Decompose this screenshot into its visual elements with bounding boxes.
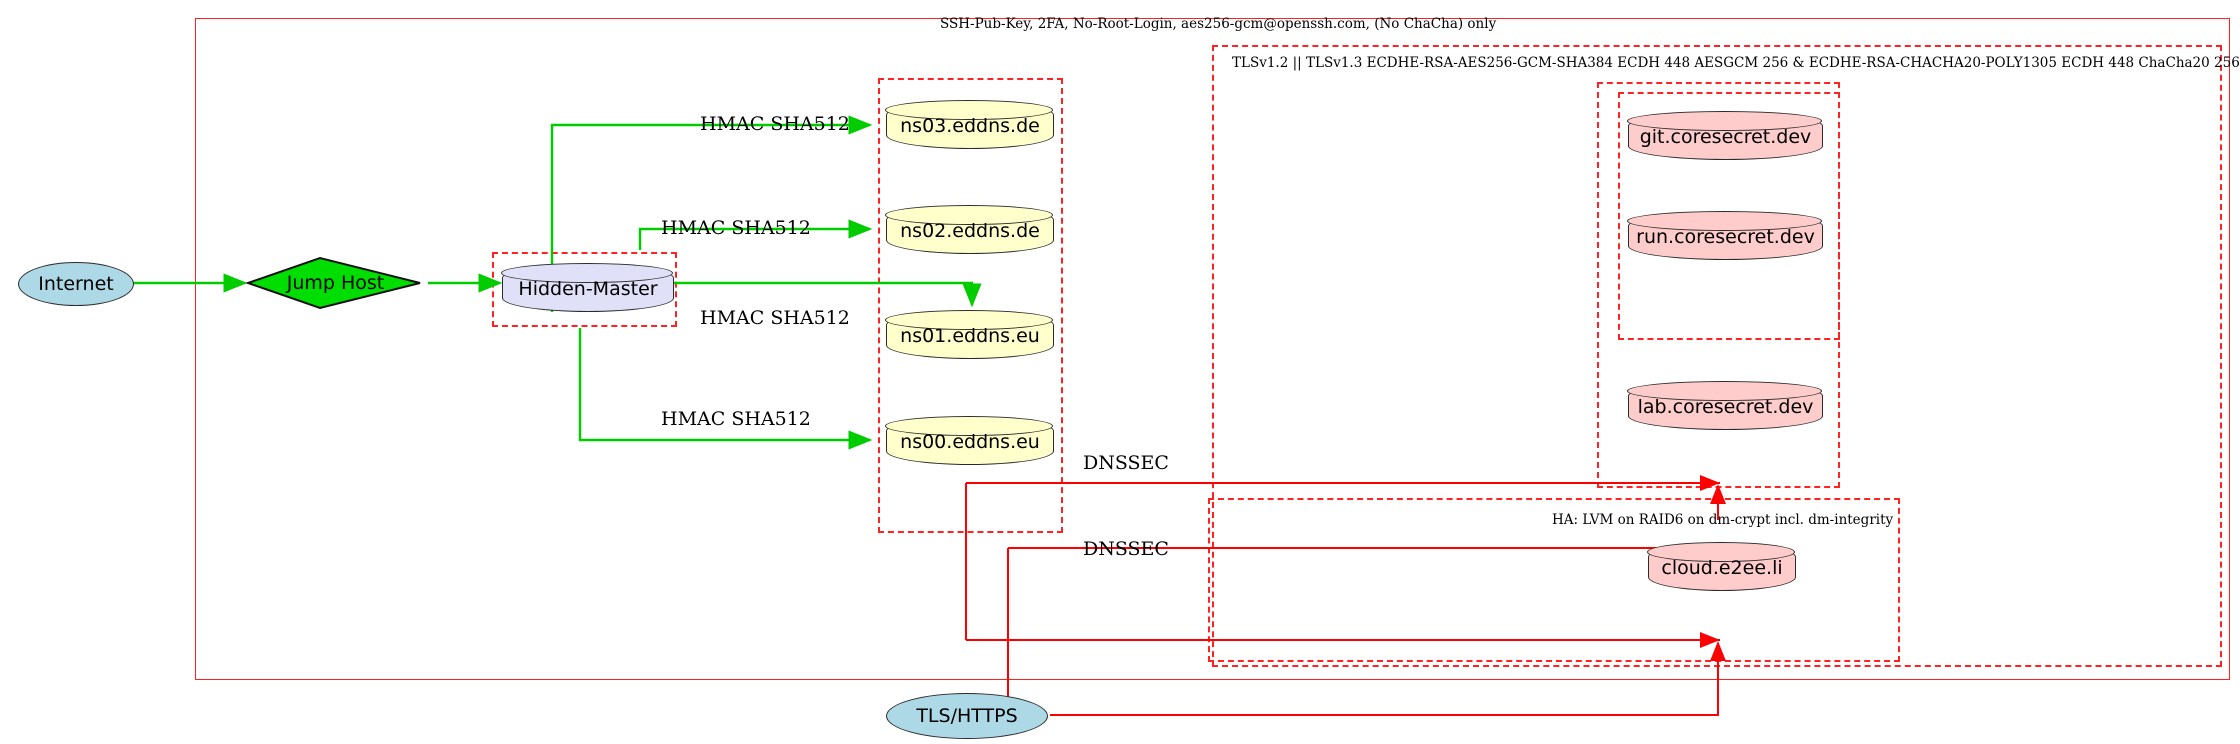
cylinder-cap: [1627, 381, 1823, 402]
node-tls-https[interactable]: TLS/HTTPS: [886, 693, 1048, 739]
cylinder-cap: [501, 263, 674, 284]
edge-label-dnssec-upper: DNSSEC: [1083, 452, 1169, 474]
edge-label-hmac-ns01: HMAC SHA512: [700, 307, 850, 329]
ha-cluster-label: HA: LVM on RAID6 on dm-crypt incl. dm-in…: [1552, 512, 1894, 528]
ns-cluster-frame: [878, 78, 1063, 533]
cylinder-cap: [1627, 111, 1823, 132]
node-hidden-master[interactable]: Hidden-Master: [501, 263, 674, 312]
node-hidden-master-label: Hidden-Master: [518, 278, 658, 301]
edge-label-dnssec-lower: DNSSEC: [1083, 538, 1169, 560]
node-ns03[interactable]: ns03.eddns.de: [885, 100, 1054, 149]
node-ns00[interactable]: ns00.eddns.eu: [885, 416, 1054, 465]
outer-ssh-cluster-frame: [195, 18, 2230, 680]
node-git-coresecret-label: git.coresecret.dev: [1639, 126, 1812, 149]
edge-label-hmac-ns00: HMAC SHA512: [661, 408, 811, 430]
cylinder-cap: [885, 205, 1054, 226]
node-ns03-label: ns03.eddns.de: [900, 115, 1040, 138]
edge-label-hmac-ns02: HMAC SHA512: [661, 217, 811, 239]
cylinder-cap: [885, 100, 1054, 121]
node-cloud-e2ee-label: cloud.e2ee.li: [1661, 557, 1783, 580]
node-ns02-label: ns02.eddns.de: [900, 220, 1040, 243]
node-jump-host[interactable]: Jump Host: [248, 268, 423, 298]
cylinder-cap: [1627, 211, 1823, 232]
node-internet[interactable]: Internet: [18, 262, 134, 306]
node-tls-https-label: TLS/HTTPS: [916, 705, 1018, 727]
ha-cluster-frame: [1208, 498, 1900, 662]
outer-ssh-cluster-label: SSH-Pub-Key, 2FA, No-Root-Login, aes256-…: [940, 16, 1497, 32]
node-run-coresecret[interactable]: run.coresecret.dev: [1627, 211, 1823, 260]
cylinder-cap: [885, 310, 1054, 331]
node-lab-coresecret[interactable]: lab.coresecret.dev: [1627, 381, 1823, 430]
node-run-coresecret-label: run.coresecret.dev: [1636, 226, 1815, 249]
node-internet-label: Internet: [38, 273, 114, 295]
node-ns01[interactable]: ns01.eddns.eu: [885, 310, 1054, 359]
cylinder-cap: [1647, 542, 1796, 563]
node-lab-coresecret-label: lab.coresecret.dev: [1637, 396, 1814, 419]
edge-label-hmac-ns03: HMAC SHA512: [700, 113, 850, 135]
node-git-coresecret[interactable]: git.coresecret.dev: [1627, 111, 1823, 160]
node-jump-host-label: Jump Host: [286, 272, 385, 294]
node-cloud-e2ee[interactable]: cloud.e2ee.li: [1647, 542, 1796, 591]
coresecret-inner-cluster-frame: [1618, 92, 1840, 340]
node-ns02[interactable]: ns02.eddns.de: [885, 205, 1054, 254]
tls-cluster-label: TLSv1.2 || TLSv1.3 ECDHE-RSA-AES256-GCM-…: [1232, 55, 2240, 71]
node-ns00-label: ns00.eddns.eu: [900, 431, 1040, 454]
node-ns01-label: ns01.eddns.eu: [900, 325, 1040, 348]
cylinder-cap: [885, 416, 1054, 437]
